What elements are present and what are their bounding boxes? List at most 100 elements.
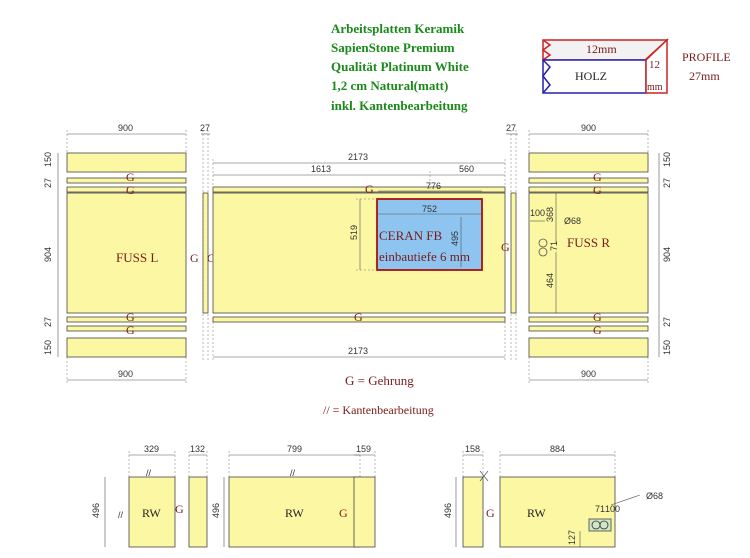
dim-71: 71 bbox=[549, 241, 559, 251]
middle-top-joint bbox=[212, 186, 506, 193]
dim-1613: 1613 bbox=[311, 164, 331, 174]
g-mark-right-4: G bbox=[593, 323, 602, 337]
rw-label-3: RW bbox=[285, 506, 304, 520]
hole-upper bbox=[538, 238, 548, 248]
dim-right-bottom-900: 900 bbox=[581, 369, 596, 379]
edge-mark-2: // bbox=[118, 510, 124, 520]
g-mark-right-3: G bbox=[593, 310, 602, 324]
dim-519: 519 bbox=[349, 225, 359, 240]
fuss-l-panel bbox=[66, 192, 187, 314]
dim-left-27-top: 27 bbox=[43, 178, 53, 188]
profile-top-label: 12mm bbox=[586, 42, 617, 56]
hole-lower bbox=[538, 247, 548, 257]
rw-piece-6 bbox=[499, 476, 616, 548]
right-bottom-joint-1 bbox=[528, 316, 649, 323]
g-mark-mid-right: G bbox=[501, 240, 510, 254]
right-bottom-joint-2 bbox=[528, 325, 649, 332]
left-top-joint-2 bbox=[66, 186, 187, 193]
right-top-strip bbox=[528, 152, 649, 173]
rw-label-1: RW bbox=[142, 506, 161, 520]
dim-159: 159 bbox=[356, 444, 371, 454]
title-line-1: Arbeitsplatten Keramik bbox=[331, 21, 465, 36]
dim-496-1: 496 bbox=[91, 503, 101, 518]
title-line-4: 1,2 cm Natural(matt) bbox=[331, 78, 448, 93]
left-bottom-joint-1 bbox=[66, 316, 187, 323]
dim-right-150-top: 150 bbox=[662, 152, 672, 167]
dim-464: 464 bbox=[545, 273, 555, 288]
edge-mark-1: // bbox=[146, 468, 152, 478]
fuss-l-label: FUSS L bbox=[116, 250, 158, 265]
profile-title: PROFILE bbox=[682, 50, 731, 64]
dim-752: 752 bbox=[422, 204, 437, 214]
dim-368: 368 bbox=[545, 207, 555, 222]
dim-329: 329 bbox=[144, 444, 159, 454]
ceran-label: CERAN FB bbox=[379, 228, 443, 243]
rw-piece-1 bbox=[128, 476, 176, 548]
legend-kanten: // = Kantenbearbeitung bbox=[323, 403, 434, 417]
dim-495: 495 bbox=[450, 231, 460, 246]
dim-hole-68: Ø68 bbox=[564, 216, 581, 226]
socket-hole-2 bbox=[599, 520, 609, 530]
profile-ceramic-edge bbox=[645, 38, 668, 94]
title-block: Arbeitsplatten Keramik SapienStone Premi… bbox=[331, 21, 469, 113]
left-top-joint-1 bbox=[66, 177, 187, 184]
dim-776: 776 bbox=[426, 181, 441, 191]
g-mark-left-4: G bbox=[126, 323, 135, 337]
title-line-2: SapienStone Premium bbox=[331, 40, 455, 55]
dim-left-bottom-900: 900 bbox=[118, 369, 133, 379]
g-mark-left-1: G bbox=[126, 170, 135, 184]
g-mark-rw-5: G bbox=[486, 506, 495, 520]
dim-884: 884 bbox=[550, 444, 565, 454]
profile-break-wood bbox=[542, 59, 551, 94]
fuss-r-panel bbox=[528, 192, 649, 314]
rw-piece-5 bbox=[462, 476, 484, 548]
dim-127: 127 bbox=[567, 530, 577, 545]
g-mark-left-6: G bbox=[207, 251, 216, 265]
profile-total: 27mm bbox=[689, 69, 720, 83]
dim-left-904: 904 bbox=[43, 247, 53, 262]
profile-wood-label: HOLZ bbox=[575, 69, 607, 83]
dim-left-150-top: 150 bbox=[43, 152, 53, 167]
leader-68 bbox=[610, 494, 641, 506]
rw-piece-2 bbox=[188, 476, 208, 548]
dim-496-5: 496 bbox=[443, 503, 453, 518]
dim-right-904: 904 bbox=[662, 247, 672, 262]
g-mark-left-3: G bbox=[126, 310, 135, 324]
profile-side-unit: mm bbox=[647, 82, 663, 93]
dim-left-top-900: 900 bbox=[118, 123, 133, 133]
dim-2173-bottom: 2173 bbox=[348, 346, 368, 356]
left-side-edge bbox=[202, 192, 209, 314]
right-top-joint-1 bbox=[528, 177, 649, 184]
g-mark-right-1: G bbox=[593, 170, 602, 184]
dim-100: 100 bbox=[530, 208, 545, 218]
left-bottom-joint-2 bbox=[66, 325, 187, 332]
g-mark-rw-1: G bbox=[175, 502, 184, 516]
right-side-edge bbox=[510, 192, 517, 314]
left-assembly: FUSS L G G G G G G 900 27 900 150 27 904… bbox=[43, 123, 216, 384]
dim-left-27-bottom: 27 bbox=[43, 317, 53, 327]
cross-mark bbox=[479, 470, 489, 482]
fuss-r-label: FUSS R bbox=[567, 235, 610, 250]
rw-piece-3 bbox=[228, 476, 361, 548]
profile-wood-body bbox=[542, 59, 647, 94]
edge-mark-3: // bbox=[290, 468, 296, 478]
g-mark-mid-top: G bbox=[365, 182, 374, 196]
dim-right-27-bottom: 27 bbox=[662, 317, 672, 327]
g-mark-left-2: G bbox=[126, 183, 135, 197]
dim-71-rw: 71 bbox=[595, 504, 605, 514]
dim-right-27-top: 27 bbox=[662, 178, 672, 188]
legend-gehrung: G = Gehrung bbox=[345, 373, 414, 388]
left-top-strip bbox=[66, 152, 187, 173]
right-top-joint-2 bbox=[528, 186, 649, 193]
dim-799: 799 bbox=[287, 444, 302, 454]
dim-right-top-900: 900 bbox=[581, 123, 596, 133]
dim-100-rw: 100 bbox=[605, 504, 620, 514]
ceran-cutout bbox=[376, 198, 483, 271]
dim-left-150-bottom: 150 bbox=[43, 340, 53, 355]
g-mark-mid-bottom: G bbox=[354, 310, 363, 324]
dim-left-27: 27 bbox=[200, 123, 210, 133]
title-line-5: inkl. Kantenbearbeitung bbox=[331, 98, 468, 113]
dim-right-150-bottom: 150 bbox=[662, 340, 672, 355]
right-assembly: 27 FUSS R G G G G 100 Ø68 368 71 464 900… bbox=[506, 123, 672, 384]
